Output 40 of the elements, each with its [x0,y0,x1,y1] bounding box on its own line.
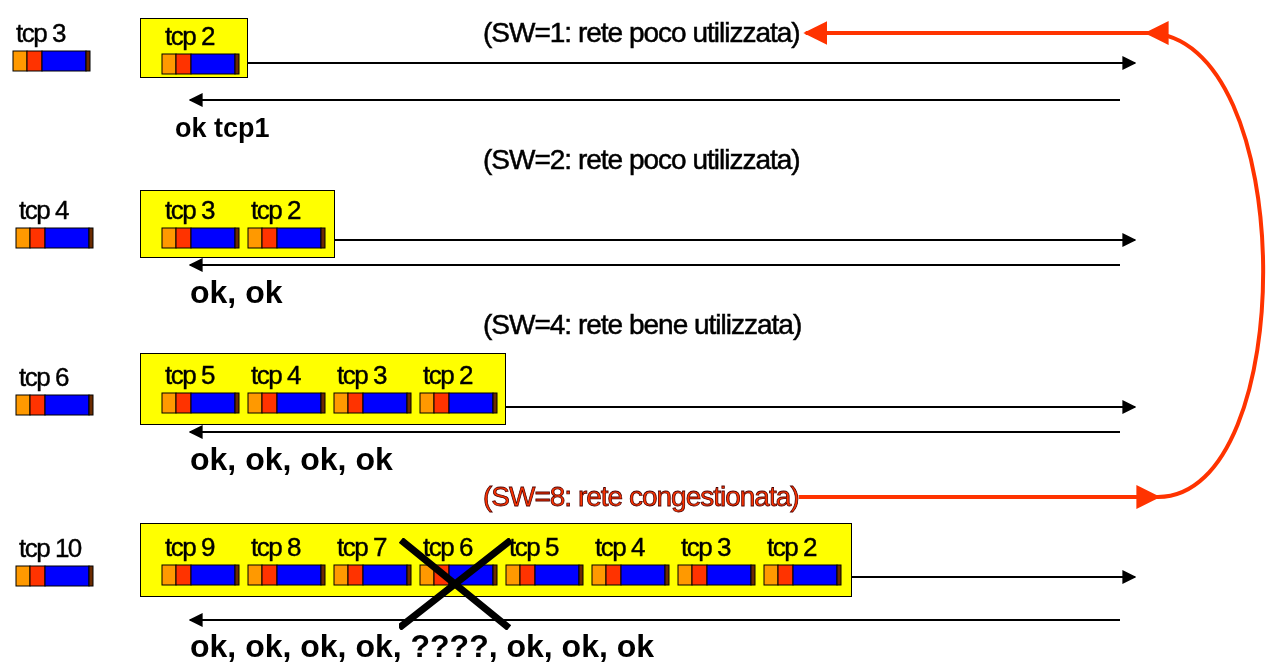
arrow [247,56,1137,70]
segment-label: tcp 4 [251,360,300,390]
segment-label: tcp 3 [16,18,65,48]
window-size-note: (SW=4: rete bene utilizzata) [483,308,802,342]
segment-label: tcp 7 [337,532,386,562]
segment-label: tcp 3 [681,532,730,562]
edge-label: ok, ok [190,274,283,310]
arrow [188,425,1121,439]
window-size-note: (SW=8: rete congestionata) [483,480,799,514]
segment-label: tcp 3 [165,195,214,225]
window-size-note: (SW=2: rete poco utilizzata) [483,143,800,177]
arrow [188,258,1121,272]
segment-label: tcp 8 [251,532,300,562]
segment-label: tcp 5 [509,532,558,562]
segment-label: tcp 10 [19,533,81,563]
window-box [140,523,852,597]
arrow [334,233,1137,247]
segment-label: tcp 6 [423,532,472,562]
segment-label: tcp 2 [767,532,816,562]
edge-label: ok, ok, ok, ok [190,441,393,477]
window-box [140,190,335,258]
arrow [188,613,1121,627]
arrow [188,93,1121,107]
edge-label: ok tcp1 [175,112,270,145]
segment-label: tcp 6 [19,362,68,392]
arrow [851,570,1137,584]
segment-label: tcp 5 [165,360,214,390]
segment-label: tcp 9 [165,532,214,562]
arrow [798,21,1266,509]
segment-label: tcp 4 [19,195,68,225]
window-box [140,18,248,78]
segment-label: tcp 3 [337,360,386,390]
edge-label: ok, ok, ok, ok, ????, ok, ok, ok [190,628,655,664]
window-size-note: (SW=1: rete poco utilizzata) [483,16,800,50]
arrow [505,400,1137,414]
segment-label: tcp 4 [595,532,644,562]
window-box [140,353,506,425]
segment-label: tcp 2 [251,195,300,225]
segment-label: tcp 2 [423,360,472,390]
segment-label: tcp 2 [165,21,214,51]
